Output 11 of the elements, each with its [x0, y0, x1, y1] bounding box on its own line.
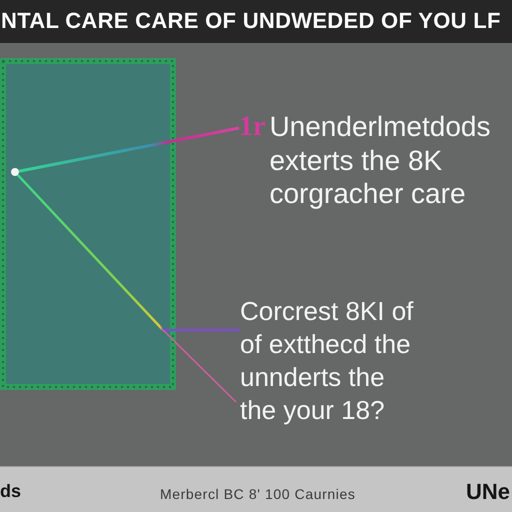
footer-text: Merbercl BC 8' 100 Caurnies — [160, 486, 356, 502]
panel — [0, 58, 176, 390]
leader-line — [18, 126, 240, 173]
callout-text: Corcrest 8KI of of extthecd the unnderts the the your 18? — [240, 295, 424, 427]
callout-text: Unenderlmetdods exterts the 8K corgracher care — [269, 110, 492, 210]
leader-line — [16, 174, 240, 332]
callout-number: 1r — [239, 110, 266, 144]
footer-text: ds — [0, 481, 22, 502]
point-marker — [11, 168, 19, 176]
footer-text: UNe — [466, 479, 510, 505]
title: NTAL CARE CARE OF UNDWEDED OF YOU LF — [1, 8, 501, 34]
